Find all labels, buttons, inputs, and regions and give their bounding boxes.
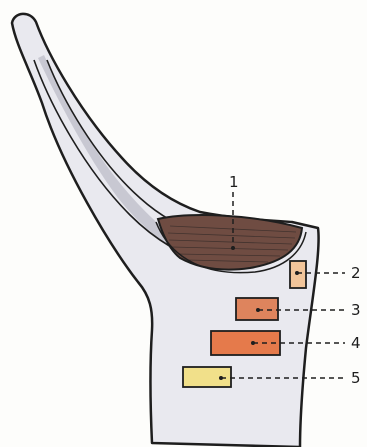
layer-4-marker: [211, 331, 280, 355]
layer-5-marker: [183, 367, 231, 387]
label-4: 4: [351, 334, 361, 352]
label-2: 2: [351, 264, 361, 282]
label-5: 5: [351, 369, 361, 387]
label-1: 1: [229, 173, 239, 191]
label-3: 3: [351, 301, 361, 319]
